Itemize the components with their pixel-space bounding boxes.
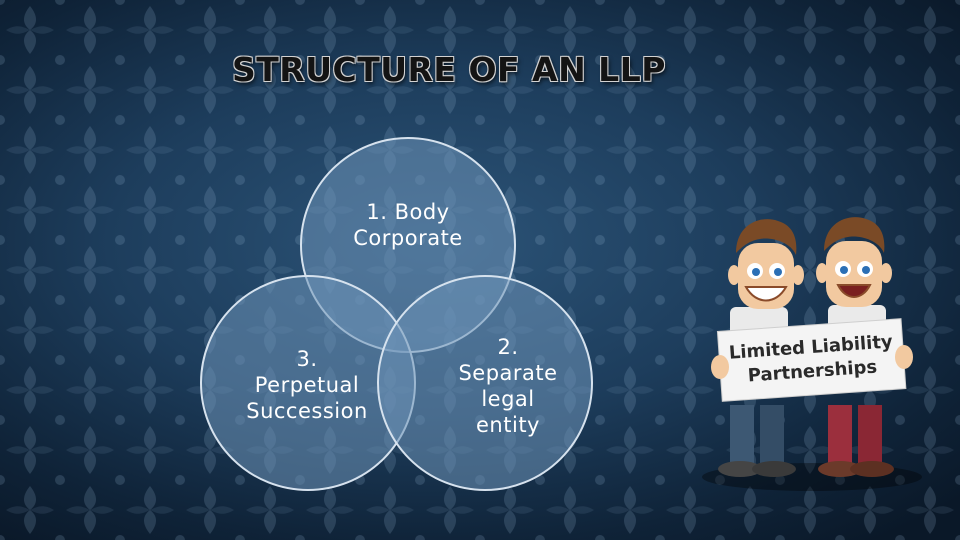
venn-label-perpetual-succession: 3. Perpetual Succession [246,347,368,423]
venn-label-separate-legal-entity: 2. Separate legal entity [458,335,558,437]
slide-title: STRUCTURE OF AN LLP [232,50,666,89]
two-cartoon-men-holding-sign-icon: Limited Liability Partnerships [702,217,922,491]
venn-label-body-corporate: 1. Body Corporate [353,200,463,250]
venn-circle-separate-legal-entity [377,275,593,491]
